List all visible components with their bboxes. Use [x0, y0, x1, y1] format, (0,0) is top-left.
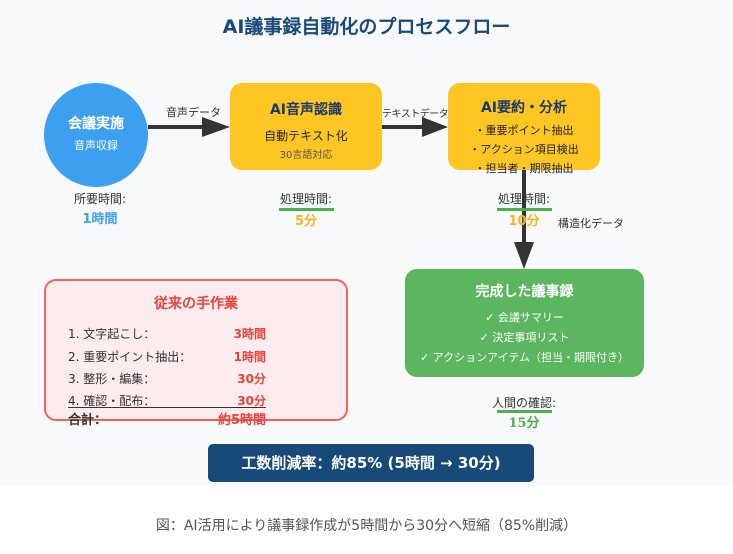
figure-caption: 図：AI活用により議事録作成が5時間から30分へ短縮（85%削減）: [155, 518, 578, 534]
step-meeting-subtitle: 音声収録: [74, 139, 118, 152]
manual-row-label: 4. 確認・配布：: [68, 394, 156, 408]
step-summary-title: AI要約・分析: [480, 100, 568, 116]
step-result-title: 完成した議事録: [475, 284, 574, 300]
step-summary-item: ・担当者・期限抽出: [474, 162, 574, 175]
arrow-speech-to-summary: [382, 117, 448, 137]
step-result-item: ✓ 決定事項リスト: [479, 331, 570, 344]
step-summary-item: ・アクション項目検出: [469, 143, 579, 156]
manual-process-box: 従来の手作業 1. 文字起こし： 3時間 2. 重要ポイント抽出： 1時間 3.…: [44, 279, 348, 428]
step-meeting-title: 会議実施: [68, 116, 124, 132]
arrow-meeting-to-speech: [148, 117, 230, 137]
result-time-underline: [497, 410, 552, 413]
manual-row-value: 30分: [237, 394, 266, 408]
manual-row-value: 30分: [237, 372, 266, 386]
step-speech-title: AI音声認識: [269, 102, 343, 118]
manual-total-label: 合計：: [68, 413, 108, 428]
manual-row: 2. 重要ポイント抽出： 1時間: [68, 348, 266, 365]
step-summary-item: ・重要ポイント抽出: [474, 124, 574, 137]
manual-row-value: 1時間: [233, 350, 266, 364]
step-speech-line1: 自動テキスト化: [264, 129, 348, 143]
step-result-item: ✓ アクションアイテム（担当・期限付き）: [419, 351, 630, 364]
step-meeting: 会議実施 音声収録: [44, 83, 148, 187]
manual-title: 従来の手作業: [154, 296, 238, 312]
arrow-label-audio: 音声データ: [166, 106, 221, 119]
reduction-banner: 工数削減率：約85% (5時間 → 30分): [208, 444, 534, 482]
step-ai-summary: AI要約・分析 ・重要ポイント抽出 ・アクション項目検出 ・担当者・期限抽出: [448, 83, 600, 175]
result-time-value: 15分: [508, 416, 540, 431]
arrow-summary-to-result: [514, 170, 534, 269]
speech-time-value: 5分: [294, 214, 318, 229]
manual-row-value: 3時間: [233, 327, 266, 341]
summary-time-underline: [497, 208, 552, 211]
summary-time-value: 10分: [508, 214, 540, 229]
meeting-time-value: 1時間: [82, 212, 118, 227]
manual-row: 3. 整形・編集： 30分: [68, 370, 266, 387]
flow-diagram: AI議事録自動化のプロセスフロー 音声データ 構造化データ 会議実施 音声収録 …: [44, 16, 644, 482]
step-speech-line2: 30言語対応: [279, 150, 333, 161]
manual-total-row: 合計： 約5時間: [68, 409, 266, 428]
step-speech-recognition: AI音声認識 自動テキスト化 30言語対応: [230, 83, 382, 170]
arrow-label-text: テキストデータ: [382, 109, 449, 120]
speech-time-label: 処理時間:: [279, 192, 333, 206]
manual-row: 4. 確認・配布： 30分: [68, 392, 266, 409]
speech-time-underline: [279, 208, 334, 211]
arrows-layer: [148, 117, 534, 269]
manual-row-label: 3. 整形・編集：: [68, 372, 156, 386]
meeting-time-label: 所要時間:: [73, 192, 127, 206]
step-result-minutes: 完成した議事録 ✓ 会議サマリー ✓ 決定事項リスト ✓ アクションアイテム（担…: [405, 269, 644, 377]
diagram-title: AI議事録自動化のプロセスフロー: [222, 16, 511, 38]
manual-row: 1. 文字起こし： 3時間: [68, 325, 266, 342]
manual-divider: [68, 407, 266, 408]
step-result-item: ✓ 会議サマリー: [485, 311, 564, 324]
manual-row-label: 2. 重要ポイント抽出：: [68, 350, 192, 364]
manual-row-label: 1. 文字起こし：: [68, 327, 156, 341]
result-time-label: 人間の確認:: [491, 396, 557, 410]
manual-total-value: 約5時間: [217, 413, 266, 428]
summary-time-label: 処理時間:: [497, 192, 551, 206]
arrow-label-structured: 構造化データ: [558, 217, 624, 230]
